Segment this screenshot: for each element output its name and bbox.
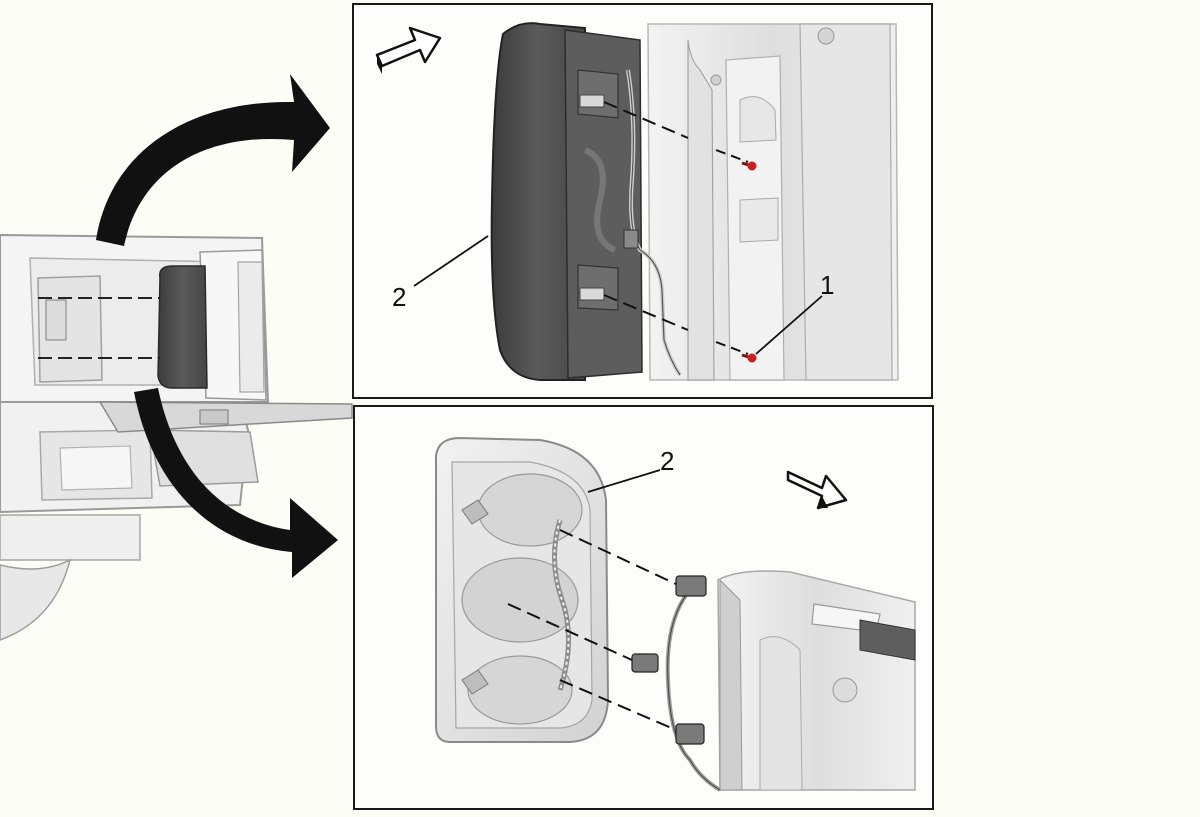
vehicle-body-pillar — [647, 23, 899, 381]
forward-arrow-icon — [786, 470, 848, 510]
callout-fastener: 1 — [820, 270, 834, 300]
vehicle-body-corner — [717, 570, 916, 791]
fastener-bolt — [741, 161, 757, 171]
curved-arrow-icon — [134, 388, 338, 578]
tail-lamp-assembly — [490, 22, 682, 381]
fastener-bolt — [741, 353, 757, 363]
top-detail-panel: 1 2 — [352, 3, 933, 399]
forward-arrow-icon — [375, 26, 442, 74]
wiring-harness — [631, 575, 722, 792]
bottom-detail-panel: 2 — [353, 405, 934, 810]
callout-tail-lamp: 2 — [392, 282, 406, 312]
vehicle-rear-overview — [0, 233, 353, 641]
callout-tail-lamp: 2 — [660, 446, 674, 476]
curved-arrow-icon — [96, 74, 330, 246]
tail-lamp-assembly — [435, 436, 610, 743]
